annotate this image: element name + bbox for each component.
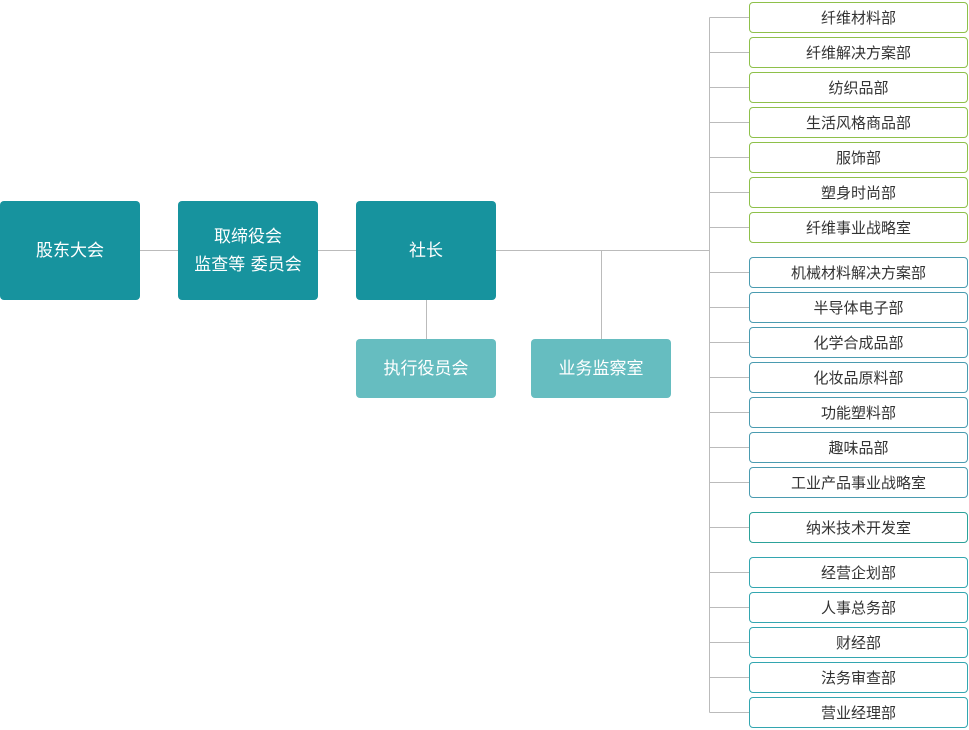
business-audit-office-label: 业务监察室 [558,358,644,379]
department-box: 塑身时尚部 [749,177,968,208]
department-box: 化学合成品部 [749,327,968,358]
department-box: 法务审查部 [749,662,968,693]
department-box: 工业产品事业战略室 [749,467,968,498]
president-label: 社长 [409,240,443,261]
department-box: 机械材料解决方案部 [749,257,968,288]
department-box: 半导体电子部 [749,292,968,323]
shareholders-meeting-label: 股东大会 [36,240,104,261]
board-label-line1: 取缔役会 [214,226,282,247]
shareholders-meeting-box: 股东大会 [0,201,140,300]
department-box: 纤维事业战略室 [749,212,968,243]
department-box: 纺织品部 [749,72,968,103]
board-of-directors-box: 取缔役会 监查等 委员会 [178,201,318,300]
department-box: 功能塑料部 [749,397,968,428]
department-box: 人事总务部 [749,592,968,623]
executive-committee-box: 执行役员会 [356,339,496,398]
department-box: 纤维解决方案部 [749,37,968,68]
department-box: 纳米技术开发室 [749,512,968,543]
board-label-line2: 监查等 委员会 [194,254,302,275]
department-box: 纤维材料部 [749,2,968,33]
department-box: 化妆品原料部 [749,362,968,393]
executive-committee-label: 执行役员会 [383,358,469,379]
business-audit-office-box: 业务监察室 [531,339,671,398]
department-box: 趣味品部 [749,432,968,463]
department-box: 营业经理部 [749,697,968,728]
department-box: 财经部 [749,627,968,658]
department-box: 服饰部 [749,142,968,173]
department-box: 经营企划部 [749,557,968,588]
department-box: 生活风格商品部 [749,107,968,138]
president-box: 社长 [356,201,496,300]
